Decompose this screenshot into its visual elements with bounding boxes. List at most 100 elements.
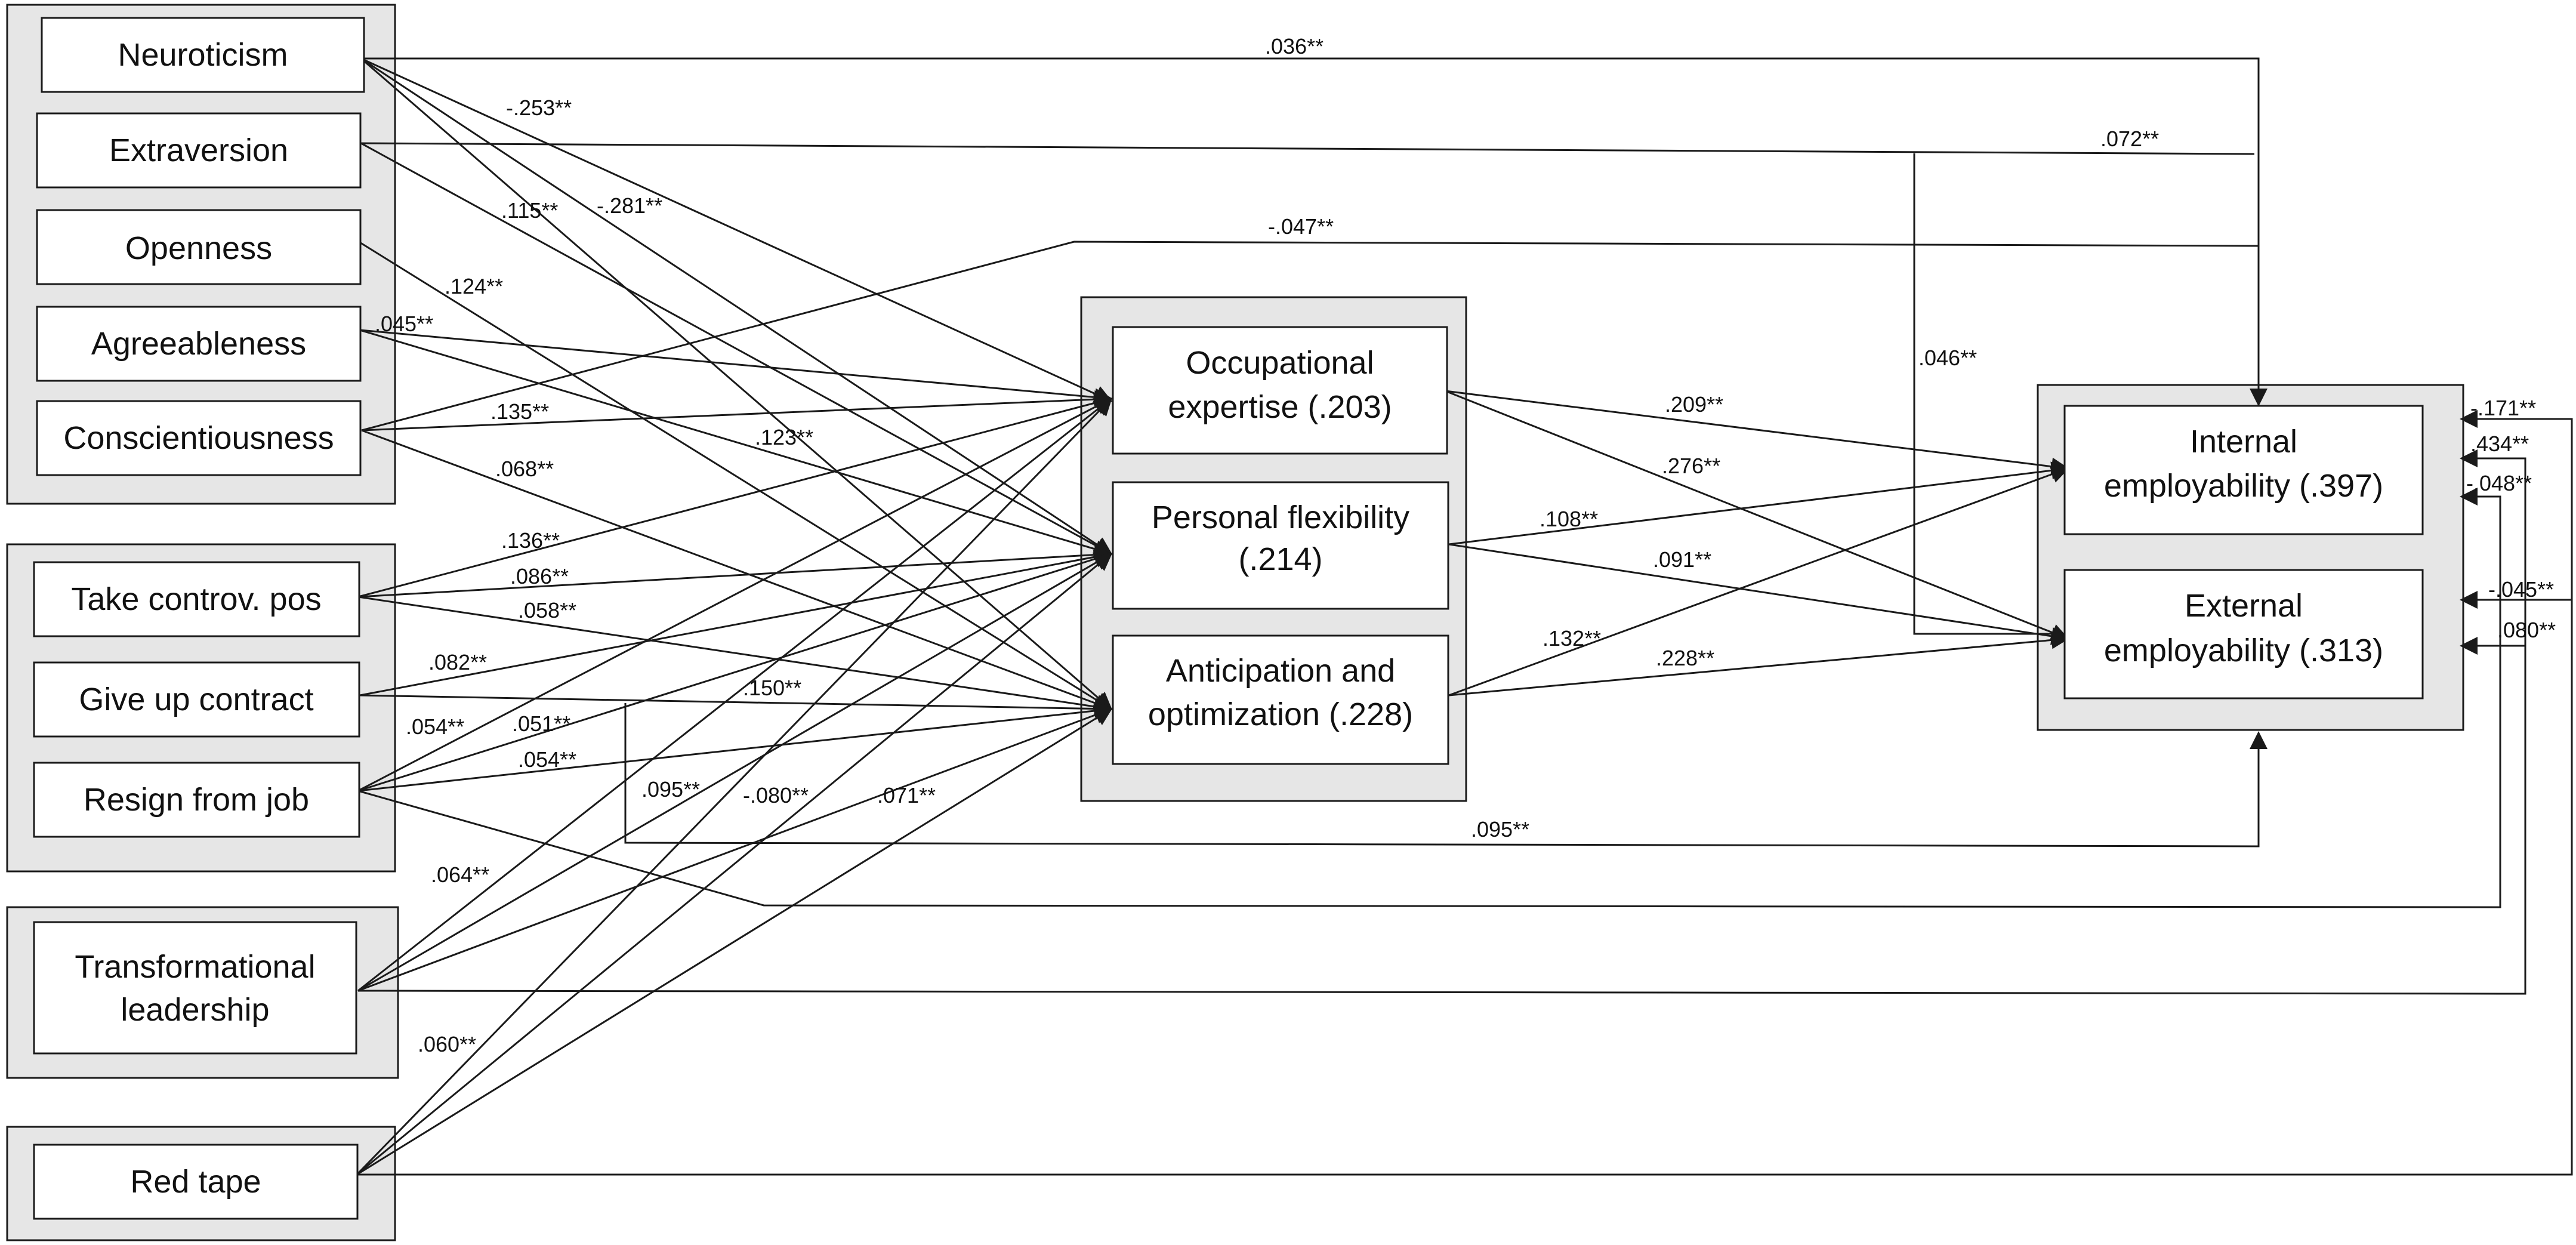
path-lines	[356, 57, 2573, 1176]
path-resign-occupational	[357, 397, 1113, 792]
path-leadership-flexibility	[357, 553, 1113, 992]
path-conscientiousness-anticipation	[361, 429, 1113, 712]
coef-label: .060**	[418, 1032, 476, 1056]
node-give-up-contract-label: Give up contract	[79, 682, 313, 717]
node-anticipation-label-1: Anticipation and	[1166, 653, 1395, 689]
coef-label: -.047**	[1268, 214, 1334, 239]
path-anticipation-internal	[1448, 466, 2069, 697]
coef-label: .086**	[510, 564, 569, 588]
coef-label: .150**	[743, 676, 801, 700]
node-extraversion: Extraversion	[36, 112, 362, 189]
node-red-tape-label: Red tape	[130, 1164, 261, 1200]
coef-label: -.080**	[743, 783, 809, 808]
path-occupational-internal	[1445, 390, 2069, 476]
coef-label: .054**	[518, 747, 576, 772]
coef-label: .045**	[375, 312, 433, 336]
node-occupational-label-2: expertise (.203)	[1168, 389, 1392, 425]
node-personal-flexibility: Personal flexibility (.214)	[1112, 481, 1449, 610]
node-internal-label-1: Internal	[2190, 424, 2297, 460]
coef-label: .108**	[1540, 507, 1598, 531]
node-conscientiousness: Conscientiousness	[36, 400, 362, 476]
coef-label: .082**	[428, 650, 487, 674]
node-resign-label: Resign from job	[84, 782, 309, 818]
coef-label: -.045**	[2488, 577, 2554, 602]
coef-label: .095**	[641, 777, 700, 802]
node-occupational: Occupational expertise (.203)	[1112, 326, 1448, 455]
coef-label: .080**	[2497, 618, 2556, 642]
coef-label: -.048**	[2466, 471, 2532, 495]
coef-label: .434**	[2470, 432, 2529, 456]
coef-label: .115**	[501, 198, 558, 223]
path-flexibility-external	[1448, 543, 2069, 645]
path-redtape-flexibility	[356, 553, 1113, 1176]
path-redtape-anticipation	[356, 708, 1113, 1176]
coef-label: .136**	[501, 528, 560, 553]
coef-label: .228**	[1656, 646, 1714, 670]
path-neuroticism-flexibility	[360, 57, 1113, 555]
node-anticipation-label-2: optimization (.228)	[1148, 697, 1413, 732]
node-transformational-label-2: leadership	[121, 992, 269, 1028]
path-leadership-occupational	[357, 397, 1113, 992]
path-bracket-external	[624, 703, 2268, 848]
node-personal-flexibility-label-1: Personal flexibility	[1152, 500, 1409, 535]
path-resign-anticipation	[357, 702, 1113, 792]
coef-label: .095**	[1471, 817, 1529, 842]
path-anticipation-external	[1448, 631, 2069, 697]
coef-label: .132**	[1542, 626, 1601, 651]
path-redtape-occupational	[356, 397, 1113, 1176]
path-resign-flexibility	[357, 550, 1113, 792]
path-conscientiousness-occupational	[361, 390, 1113, 432]
node-anticipation: Anticipation and optimization (.228)	[1112, 634, 1449, 765]
coef-label: .046**	[1918, 346, 1977, 370]
coef-label: .124**	[445, 274, 503, 298]
coef-label: .091**	[1653, 547, 1711, 572]
coef-label: -.281**	[597, 193, 662, 218]
node-external-label-2: employability (.313)	[2104, 633, 2383, 668]
node-internal-employability: Internal employability (.397)	[2063, 405, 2424, 535]
path-contract-flexibility	[359, 548, 1113, 697]
node-personal-flexibility-label-2: (.214)	[1238, 541, 1322, 577]
coef-label: .072**	[2100, 127, 2159, 151]
path-extraversion-flexibility	[360, 142, 1113, 555]
node-external-label-1: External	[2185, 588, 2303, 624]
path-neuroticism-anticipation	[360, 57, 1113, 710]
node-extraversion-label: Extraversion	[109, 132, 288, 168]
node-occupational-label-1: Occupational	[1186, 345, 1374, 381]
path-controv-flexibility	[357, 546, 1113, 598]
node-agreeableness-label: Agreeableness	[91, 326, 306, 362]
path-flexibility-internal	[1448, 461, 2069, 546]
node-openness-label: Openness	[125, 230, 272, 266]
coef-label: .064**	[431, 862, 489, 887]
coef-label: .058**	[518, 598, 576, 622]
path-occupational-external	[1445, 390, 2069, 641]
path-leadership-anticipation	[357, 706, 1113, 992]
node-transformational: Transformational leadership	[33, 921, 357, 1055]
node-red-tape: Red tape	[33, 1144, 359, 1220]
coef-label: .276**	[1662, 454, 1720, 478]
node-agreeableness: Agreeableness	[36, 306, 362, 382]
path-openness-anticipation	[356, 239, 1113, 710]
path-neuroticism-occupational	[360, 57, 1113, 403]
node-give-up-contract: Give up contract	[33, 661, 360, 738]
node-neuroticism: Neuroticism	[41, 17, 365, 93]
node-transformational-label-1: Transformational	[75, 949, 315, 985]
coef-label: .051**	[512, 711, 570, 736]
node-internal-label-2: employability (.397)	[2104, 468, 2383, 504]
coef-label: .036**	[1265, 34, 1324, 58]
path-extraversion-internal	[360, 142, 2255, 155]
path-redtape-internal	[357, 410, 2573, 1176]
node-openness: Openness	[36, 209, 362, 285]
coef-label: -.253**	[506, 95, 572, 120]
coef-label: -.171**	[2470, 396, 2536, 420]
node-take-controv: Take controv. pos	[33, 561, 360, 637]
path-agreeableness-occupational	[359, 329, 1113, 406]
node-neuroticism-label: Neuroticism	[118, 37, 288, 73]
coef-label: .135**	[490, 399, 549, 424]
path-leadership-internal	[357, 449, 2526, 995]
path-neuroticism-internal	[361, 57, 2268, 406]
path-resign-internal	[357, 488, 2501, 908]
coef-label: .123**	[755, 425, 813, 449]
path-extraversion-external	[1913, 153, 2059, 635]
coef-label: .071**	[877, 783, 936, 808]
